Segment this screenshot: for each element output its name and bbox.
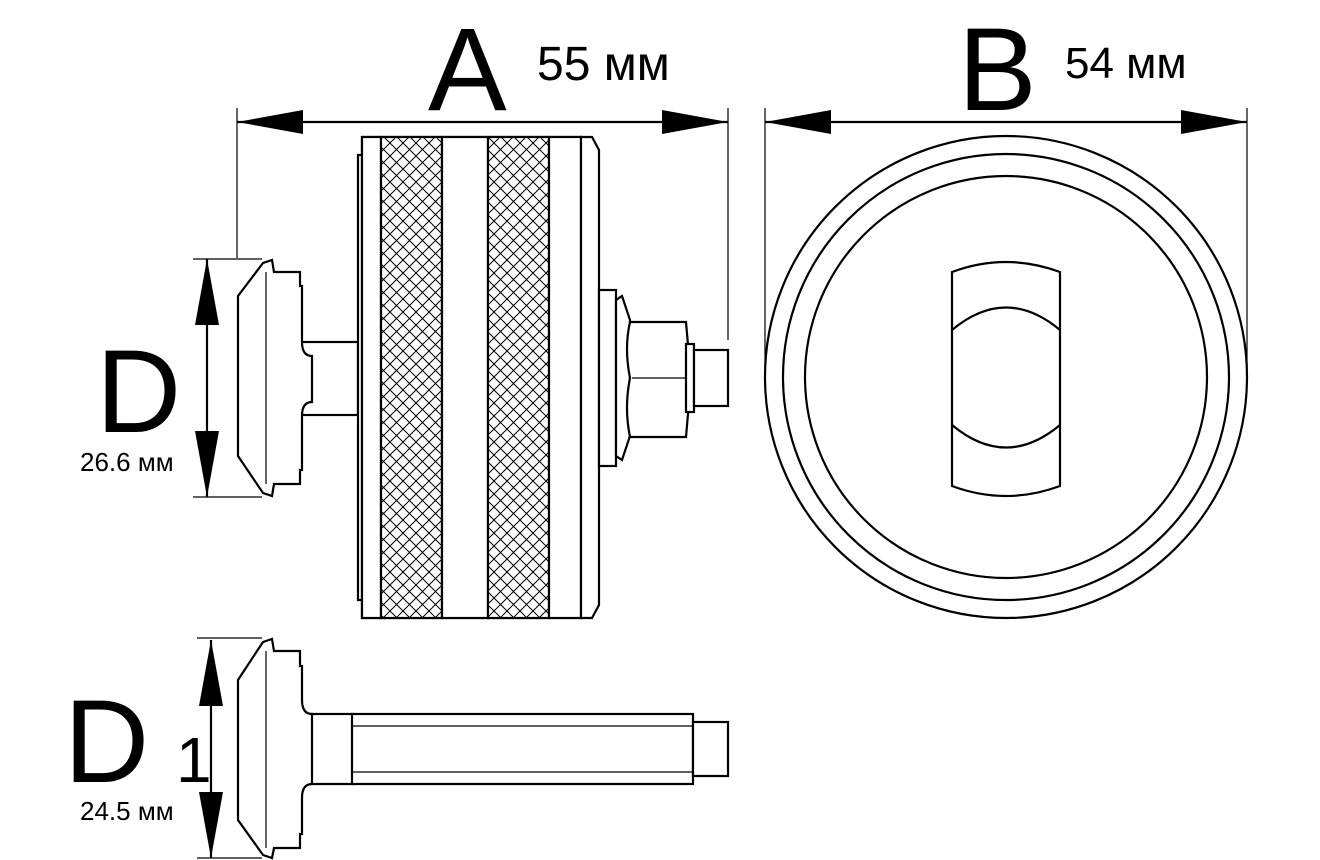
dimension-b-value: 54 мм — [1065, 39, 1187, 88]
side-view — [236, 135, 730, 620]
bolt-tip — [691, 720, 730, 778]
arrow-down — [199, 792, 223, 858]
dimension-d1-letter: D — [64, 676, 149, 808]
body-right-chamfer — [579, 135, 601, 620]
head-left — [236, 258, 314, 498]
nut-lip — [684, 342, 696, 414]
bolt-view — [236, 637, 730, 860]
body-left-band — [360, 135, 383, 620]
arrow-down — [195, 431, 219, 497]
dimension-d1-value: 24.5 мм — [80, 796, 174, 826]
shaft-stub — [692, 348, 730, 408]
middle-rim — [781, 152, 1231, 602]
outer-rim — [763, 134, 1249, 620]
bolt-shaft — [350, 712, 695, 786]
dimension-b — [764, 108, 1248, 380]
inner-rim — [803, 174, 1209, 580]
slot-upper-arc — [951, 306, 1061, 331]
body-mid-band — [440, 135, 490, 620]
slot-lower-arc — [951, 424, 1061, 449]
dimension-a-value: 55 мм — [537, 38, 670, 91]
arrow-left — [765, 110, 831, 134]
arrow-up — [199, 640, 223, 706]
knurl-band-right — [486, 135, 551, 620]
bolt-head — [236, 637, 314, 860]
dimension-d1-subscript: 1 — [176, 724, 212, 796]
dimension-d1 — [197, 637, 262, 859]
dimension-d-letter: D — [96, 326, 181, 458]
arrow-right — [662, 110, 728, 134]
nut-collar — [614, 294, 632, 462]
hex-nut — [625, 320, 691, 439]
arrow-right — [1181, 110, 1247, 134]
dimension-a-letter: A — [428, 4, 507, 136]
knurl-band-left — [379, 135, 444, 620]
dimension-d — [193, 258, 262, 498]
washer — [597, 288, 618, 468]
body-right-band — [547, 135, 583, 620]
dimension-a — [236, 108, 729, 340]
dimension-b-letter: B — [958, 4, 1037, 136]
arrow-up — [195, 259, 219, 325]
dimension-d-value: 26.6 мм — [80, 447, 174, 477]
slot — [950, 260, 1062, 498]
front-view — [763, 134, 1249, 620]
arrow-left — [237, 110, 303, 134]
